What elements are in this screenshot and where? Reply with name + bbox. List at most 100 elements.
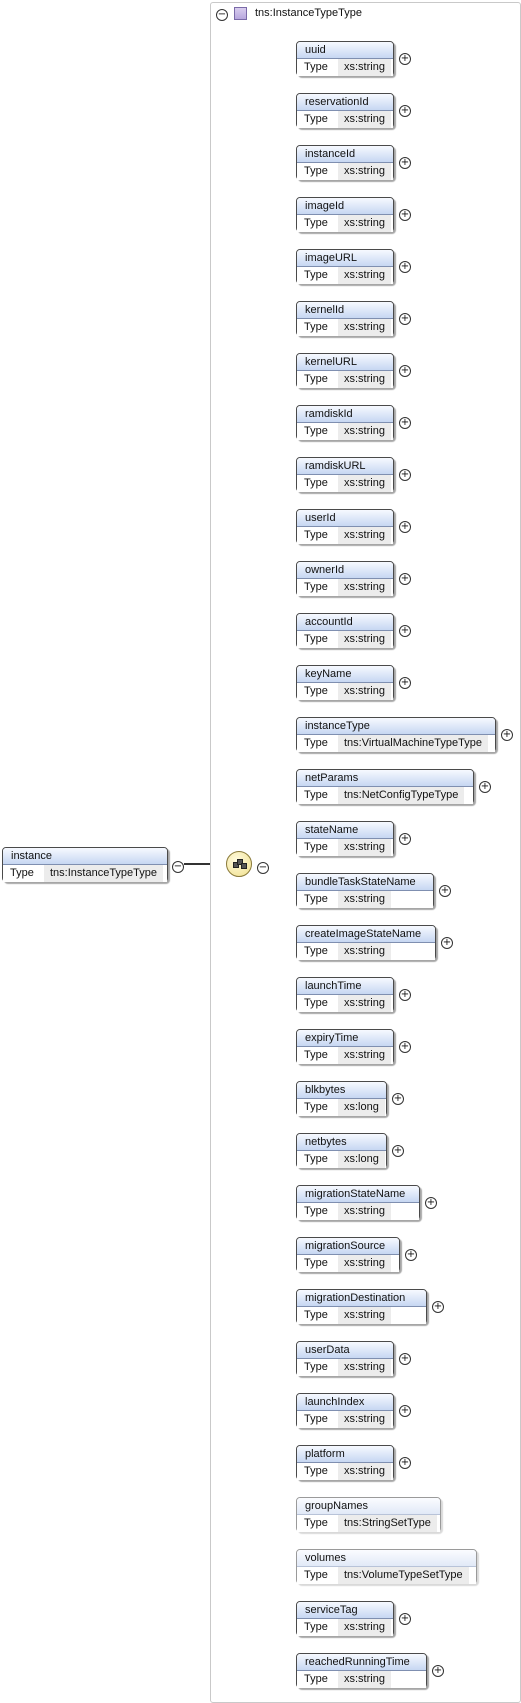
element-type: xs:string	[338, 1411, 391, 1428]
element-name: stateName	[297, 822, 393, 839]
element-type: xs:long	[338, 1151, 385, 1168]
expand-kernelId-button[interactable]: +	[399, 313, 411, 325]
expand-kernelURL-button[interactable]: +	[399, 365, 411, 377]
type-label: Type	[304, 685, 328, 697]
expand-uuid-button[interactable]: +	[399, 53, 411, 65]
complex-type-name: tns:InstanceTypeType	[255, 7, 363, 19]
expand-platform-button[interactable]: +	[399, 1457, 411, 1469]
element-name: launchIndex	[297, 1394, 393, 1411]
expand-netParams-button[interactable]: +	[479, 781, 491, 793]
element-type: xs:string	[338, 423, 391, 440]
element-type: xs:string	[338, 839, 391, 856]
expand-accountId-button[interactable]: +	[399, 625, 411, 637]
element-type: xs:string	[338, 683, 391, 700]
element-name: ramdiskURL	[297, 458, 393, 475]
element-name: serviceTag	[297, 1602, 393, 1619]
element-name: kernelId	[297, 302, 393, 319]
expand-reservationId-button[interactable]: +	[399, 105, 411, 117]
expand-keyName-button[interactable]: +	[399, 677, 411, 689]
element-type: xs:string	[338, 267, 391, 284]
element-name: volumes	[297, 1550, 476, 1567]
expand-blkbytes-button[interactable]: +	[392, 1093, 404, 1105]
expand-netbytes-button[interactable]: +	[392, 1145, 404, 1157]
collapse-element-button[interactable]: −	[172, 861, 184, 873]
expand-createImageStateName-button[interactable]: +	[441, 937, 453, 949]
expand-instanceType-button[interactable]: +	[501, 729, 513, 741]
type-label: Type	[304, 373, 328, 385]
element-type: xs:string	[338, 631, 391, 648]
expand-ownerId-button[interactable]: +	[399, 573, 411, 585]
element-type: xs:string	[338, 1619, 391, 1636]
element-type: tns:StringSetType	[338, 1515, 437, 1532]
expand-imageURL-button[interactable]: +	[399, 261, 411, 273]
expand-launchTime-button[interactable]: +	[399, 989, 411, 1001]
element-type: xs:string	[338, 111, 391, 128]
collapse-sequence-button[interactable]: −	[257, 862, 269, 874]
expand-migrationSource-button[interactable]: +	[405, 1249, 417, 1261]
type-label: Type	[304, 477, 328, 489]
element-type: xs:string	[338, 891, 391, 908]
element-name: imageURL	[297, 250, 393, 267]
element-name: migrationSource	[297, 1238, 399, 1255]
expand-ramdiskURL-button[interactable]: +	[399, 469, 411, 481]
element-name: accountId	[297, 614, 393, 631]
element-type: xs:string	[338, 1047, 391, 1064]
collapse-type-button[interactable]: −	[216, 9, 228, 21]
element-name: imageId	[297, 198, 393, 215]
expand-launchIndex-button[interactable]: +	[399, 1405, 411, 1417]
expand-expiryTime-button[interactable]: +	[399, 1041, 411, 1053]
element-name: launchTime	[297, 978, 393, 995]
sequence-compositor[interactable]	[226, 851, 252, 877]
type-label: Type	[304, 1413, 328, 1425]
expand-stateName-button[interactable]: +	[399, 833, 411, 845]
element-name: createImageStateName	[297, 926, 435, 943]
element-type: xs:string	[338, 371, 391, 388]
element-name: blkbytes	[297, 1082, 386, 1099]
expand-ramdiskId-button[interactable]: +	[399, 417, 411, 429]
expand-reachedRunningTime-button[interactable]: +	[432, 1665, 444, 1677]
expand-instanceId-button[interactable]: +	[399, 157, 411, 169]
expand-bundleTaskStateName-button[interactable]: +	[439, 885, 451, 897]
expand-userData-button[interactable]: +	[399, 1353, 411, 1365]
type-label: Type	[304, 61, 328, 73]
expand-migrationDestination-button[interactable]: +	[432, 1301, 444, 1313]
expand-migrationStateName-button[interactable]: +	[425, 1197, 437, 1209]
expand-userId-button[interactable]: +	[399, 521, 411, 533]
type-label: Type	[304, 1361, 328, 1373]
expand-imageId-button[interactable]: +	[399, 209, 411, 221]
expand-serviceTag-button[interactable]: +	[399, 1613, 411, 1625]
